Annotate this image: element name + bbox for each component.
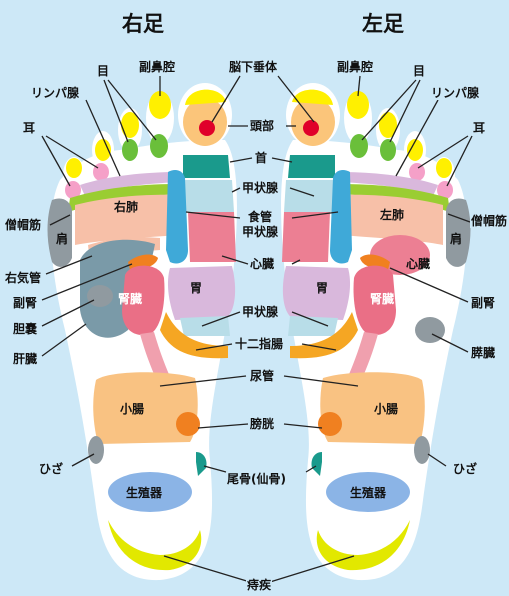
label-adrenal-right: 副腎	[12, 296, 38, 310]
label-stomach-left: 胃	[316, 281, 328, 295]
right-eye-b	[122, 139, 138, 161]
label-thyroid-mid: 甲状腺	[241, 225, 279, 239]
right-knee	[88, 436, 104, 464]
label-trapezius-left: 僧帽筋	[470, 214, 508, 228]
label-duodenum: 十二指腸	[234, 337, 284, 351]
right-bladder	[176, 412, 200, 436]
label-pancreas: 膵臓	[470, 346, 496, 360]
right-thyroid-top	[183, 180, 234, 212]
left-knee	[414, 436, 430, 464]
label-small-intestine-right: 小腸	[120, 402, 144, 416]
label-reproductive-left: 生殖器	[350, 486, 386, 500]
label-reproductive-right: 生殖器	[126, 486, 162, 500]
label-sinus-right: 副鼻腔	[138, 60, 176, 74]
label-liver: 肝臓	[12, 352, 38, 366]
label-small-intestine-left: 小腸	[374, 402, 398, 416]
label-bladder: 膀胱	[249, 417, 275, 431]
right-heart-zone	[188, 212, 236, 262]
label-esophagus: 食管	[247, 210, 273, 224]
label-stomach-right: 胃	[190, 281, 202, 295]
label-coccyx: 尾骨(仙骨)	[226, 472, 287, 486]
label-head: 頭部	[249, 119, 275, 133]
label-eye-left: 目	[412, 64, 426, 78]
left-eye-b	[380, 139, 396, 161]
label-shoulder-left: 肩	[450, 232, 462, 246]
label-trachea: 右気管	[4, 271, 42, 285]
left-thyroid-low	[288, 316, 338, 336]
label-adrenal-left: 副腎	[470, 296, 496, 310]
left-eye-a	[350, 134, 368, 158]
label-kidney-left: 腎臓	[370, 292, 394, 306]
label-ear-left: 耳	[472, 121, 486, 135]
label-heart-center: 心臓	[249, 257, 275, 271]
label-trapezius-right: 僧帽筋	[4, 218, 42, 232]
label-kidney-right: 腎臓	[118, 292, 142, 306]
label-sinus-left: 副鼻腔	[336, 60, 374, 74]
label-knee-left: ひざ	[452, 462, 478, 476]
left-foot-title: 左足	[362, 8, 404, 38]
label-ear-right: 耳	[22, 121, 36, 135]
label-thyroid-low: 甲状腺	[241, 305, 279, 319]
label-left-lung: 左肺	[380, 208, 404, 222]
right-foot-title: 右足	[122, 8, 164, 38]
label-right-lung: 右肺	[114, 200, 138, 214]
label-gallbladder: 胆嚢	[12, 322, 38, 336]
left-pituitary	[303, 120, 319, 136]
right-toe5-yellow	[66, 158, 82, 178]
right-neck	[183, 155, 230, 178]
left-neck	[288, 155, 335, 178]
right-spine	[166, 170, 188, 264]
left-foot	[281, 83, 470, 580]
label-lymph-left: リンパ腺	[430, 86, 480, 100]
label-neck: 首	[254, 151, 268, 165]
right-eye-a	[150, 134, 168, 158]
label-shoulder-right: 肩	[56, 232, 68, 246]
label-eye-right: 目	[96, 64, 110, 78]
right-pituitary	[199, 120, 215, 136]
left-heart-zone	[282, 212, 330, 262]
label-thyroid-top: 甲状腺	[241, 181, 279, 195]
label-heart-organ: 心臓	[406, 257, 430, 271]
left-bladder	[318, 412, 342, 436]
label-pituitary: 脳下垂体	[228, 60, 278, 74]
left-toe5-yellow	[436, 158, 452, 178]
label-lymph-right: リンパ腺	[30, 86, 80, 100]
left-spine	[330, 170, 352, 264]
right-gallbladder	[87, 285, 113, 307]
label-knee-right: ひざ	[38, 462, 64, 476]
left-pancreas-organ	[415, 317, 445, 343]
label-ureter: 尿管	[249, 369, 275, 383]
left-thyroid-top	[284, 180, 335, 212]
label-hemorrhoid: 痔疾	[246, 578, 272, 592]
